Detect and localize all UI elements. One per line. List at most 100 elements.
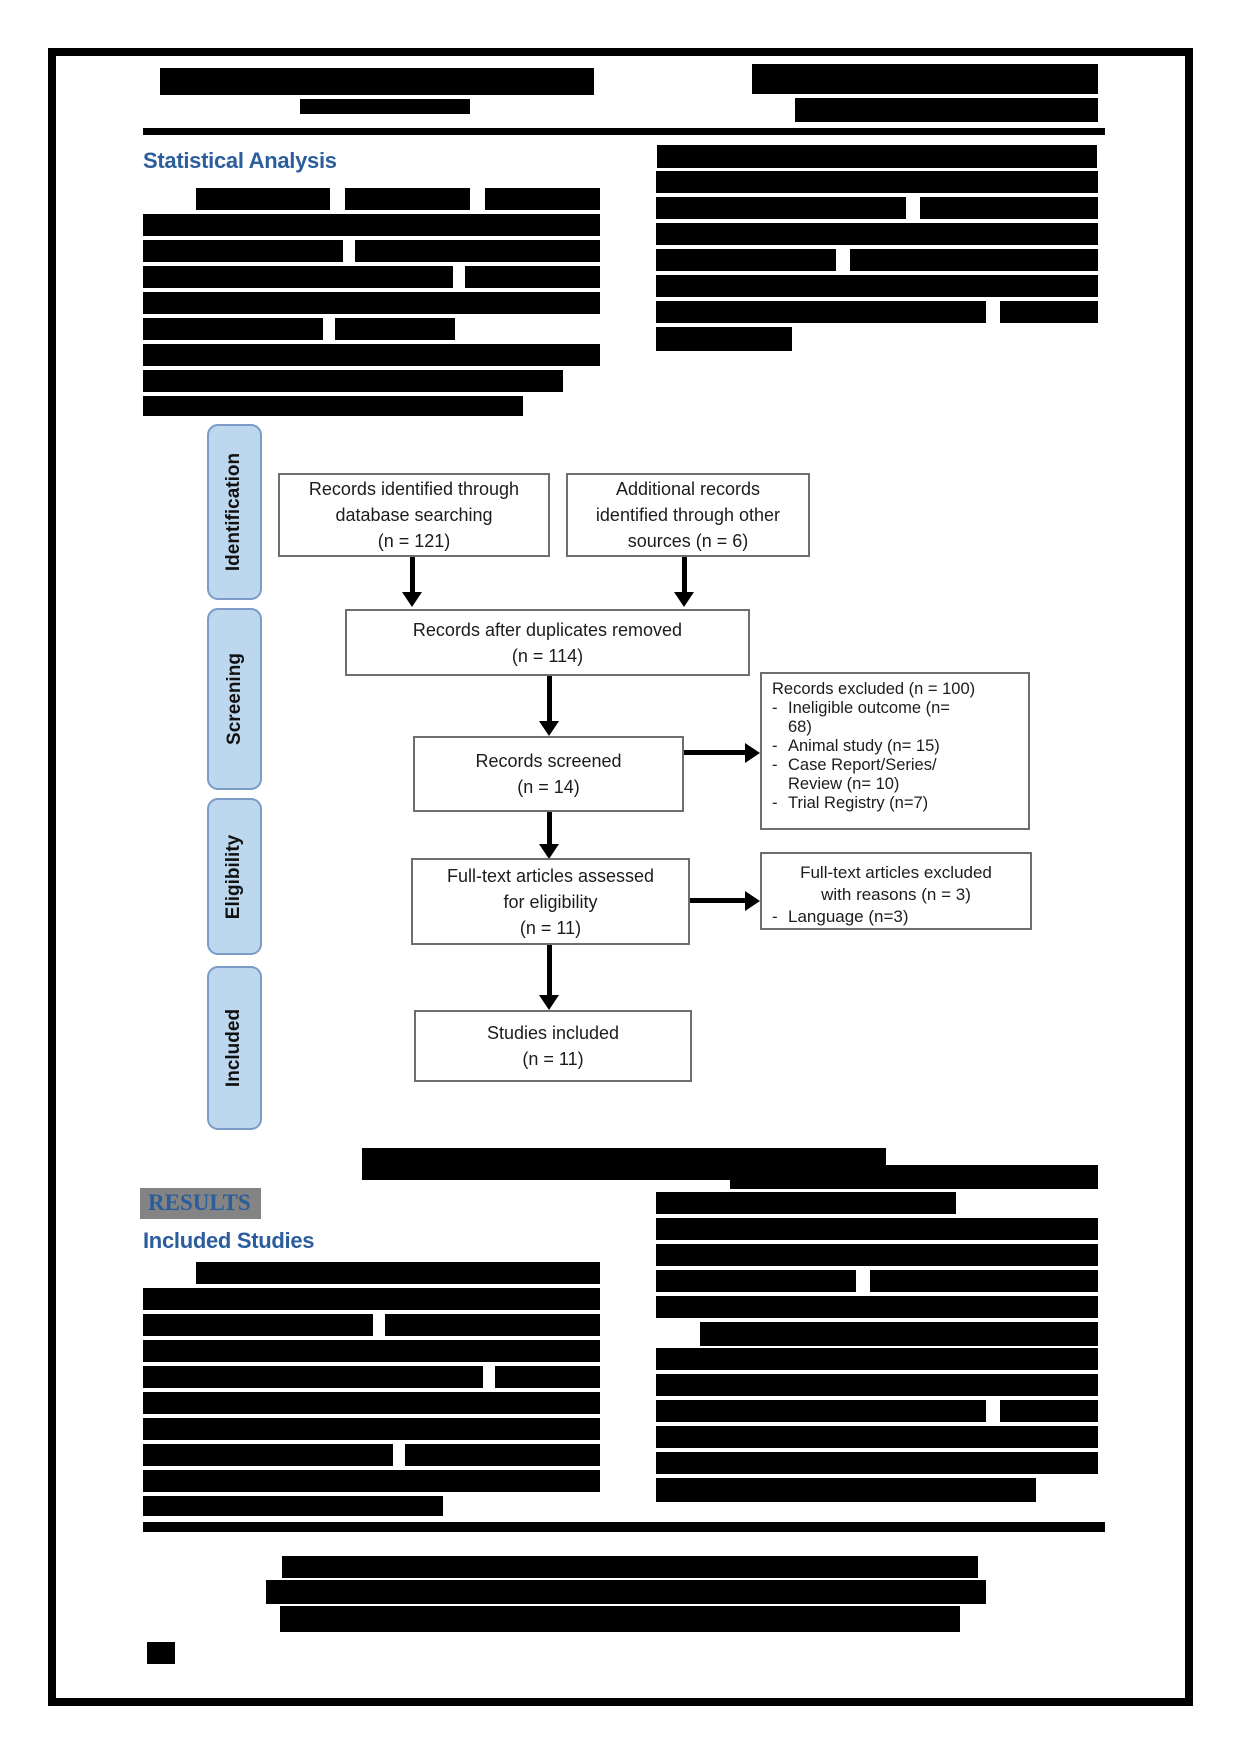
arrow-duplicates-down-head: [539, 721, 559, 736]
redaction-bar: [656, 1270, 856, 1292]
redaction-bar: [656, 1192, 956, 1214]
redaction-bar: [143, 1470, 600, 1492]
box-records-excluded-title: Records excluded (n = 100): [772, 680, 976, 698]
box-fulltext-excluded: Full-text articles excluded with reasons…: [760, 852, 1032, 930]
arrow-fulltext-right-head: [745, 891, 760, 911]
fulltext-excluded-reason-text: Language (n=3): [788, 907, 909, 926]
redaction-bar: [920, 197, 1098, 219]
excluded-reason-item: Ineligible outcome (n= 68): [762, 699, 1028, 737]
redaction-bar: [1000, 1400, 1098, 1422]
redaction-bar: [656, 1218, 1098, 1240]
arrow-additional-down: [682, 557, 687, 593]
redaction-bar: [143, 214, 600, 236]
redaction-bar: [656, 1244, 1098, 1266]
redaction-bar: [143, 1340, 600, 1362]
excluded-reason-text: Ineligible outcome (n= 68): [788, 699, 950, 736]
redaction-bar: [495, 1366, 600, 1388]
redaction-bar: [657, 145, 1097, 168]
arrow-fulltext-down-head: [539, 995, 559, 1010]
redaction-bar: [1000, 301, 1098, 323]
stage-included-label: Included: [223, 1008, 245, 1088]
box-after-duplicates: Records after duplicates removed (n = 11…: [345, 609, 750, 676]
arrow-additional-down-head: [674, 592, 694, 607]
arrow-fulltext-down: [547, 945, 552, 997]
box-records-identified-text: Records identified through database sear…: [308, 479, 520, 551]
redaction-bar: [485, 188, 600, 210]
stage-included: Included: [207, 966, 262, 1130]
header-rule: [143, 128, 1105, 135]
redaction-bar: [656, 1348, 1098, 1370]
arrow-screened-right-head: [745, 743, 760, 763]
redaction-bar: [335, 318, 455, 340]
arrow-identified-down: [410, 557, 415, 593]
redaction-bar: [196, 1262, 600, 1284]
redacted-footer-line: [280, 1606, 960, 1632]
redacted-page-number: [147, 1642, 175, 1664]
box-records-screened-text: Records screened (n = 14): [475, 751, 622, 797]
redaction-bar: [160, 68, 594, 95]
redaction-bar: [656, 249, 836, 271]
stage-identification-label: Identification: [223, 452, 245, 572]
redaction-bar: [143, 1392, 600, 1414]
box-records-identified: Records identified through database sear…: [278, 473, 550, 557]
excluded-reason-text: Trial Registry (n=7): [788, 794, 929, 812]
box-records-screened: Records screened (n = 14): [413, 736, 684, 812]
excluded-reason-item: Case Report/Series/ Review (n= 10): [762, 756, 1028, 794]
redaction-bar: [345, 188, 470, 210]
page-border-frame: [48, 48, 1193, 1706]
redaction-bar: [143, 1288, 600, 1310]
box-studies-included-text: Studies included (n = 11): [486, 1023, 620, 1069]
stage-eligibility: Eligibility: [207, 798, 262, 955]
box-additional-records-text: Additional records identified through ot…: [595, 479, 781, 551]
arrow-screened-down-head: [539, 844, 559, 859]
excluded-reason-item: Animal study (n= 15): [762, 737, 1028, 756]
excluded-reason-text: Case Report/Series/ Review (n= 10): [788, 756, 937, 793]
box-fulltext-assessed-text: Full-text articles assessed for eligibil…: [446, 865, 655, 938]
redaction-bar: [730, 1165, 1098, 1189]
redaction-bar: [656, 275, 1098, 297]
stage-screening: Screening: [207, 608, 262, 790]
redaction-bar: [656, 1400, 986, 1422]
redaction-bar: [143, 344, 600, 366]
results-heading: RESULTS: [140, 1188, 261, 1219]
redacted-footer-line: [266, 1580, 986, 1604]
redaction-bar: [700, 1322, 1098, 1346]
box-records-excluded: Records excluded (n = 100) Ineligible ou…: [760, 672, 1030, 830]
redaction-bar: [405, 1444, 600, 1466]
arrow-duplicates-down: [547, 676, 552, 723]
box-after-duplicates-text: Records after duplicates removed (n = 11…: [412, 619, 683, 666]
arrow-screened-down: [547, 812, 552, 846]
stage-identification: Identification: [207, 424, 262, 600]
redaction-bar: [143, 1496, 443, 1516]
arrow-fulltext-right: [690, 898, 746, 903]
included-studies-heading: Included Studies: [143, 1228, 315, 1253]
redaction-bar: [870, 1270, 1098, 1292]
redaction-bar: [143, 396, 523, 416]
redaction-bar: [656, 171, 1098, 193]
redaction-bar: [143, 318, 323, 340]
redaction-bar: [300, 99, 470, 114]
redaction-bar: [143, 1314, 373, 1336]
redaction-bar: [385, 1314, 600, 1336]
redaction-bar: [143, 240, 343, 262]
redaction-bar: [465, 266, 600, 288]
box-studies-included: Studies included (n = 11): [414, 1010, 692, 1082]
stage-eligibility-label: Eligibility: [223, 834, 245, 919]
redaction-bar: [143, 292, 600, 314]
redaction-bar: [656, 1426, 1098, 1448]
redaction-bar: [656, 327, 792, 351]
redaction-bar: [656, 223, 1098, 245]
footer-rule: [143, 1522, 1105, 1532]
redaction-bar: [795, 98, 1098, 122]
redaction-bar: [143, 370, 563, 392]
redaction-bar: [656, 1296, 1098, 1318]
redaction-bar: [752, 64, 1098, 94]
redaction-bar: [143, 266, 453, 288]
redaction-bar: [656, 1374, 1098, 1396]
redaction-bar: [143, 1444, 393, 1466]
arrow-identified-down-head: [402, 592, 422, 607]
arrow-screened-right: [684, 750, 746, 755]
statistical-analysis-heading: Statistical Analysis: [143, 148, 337, 173]
redaction-bar: [656, 197, 906, 219]
